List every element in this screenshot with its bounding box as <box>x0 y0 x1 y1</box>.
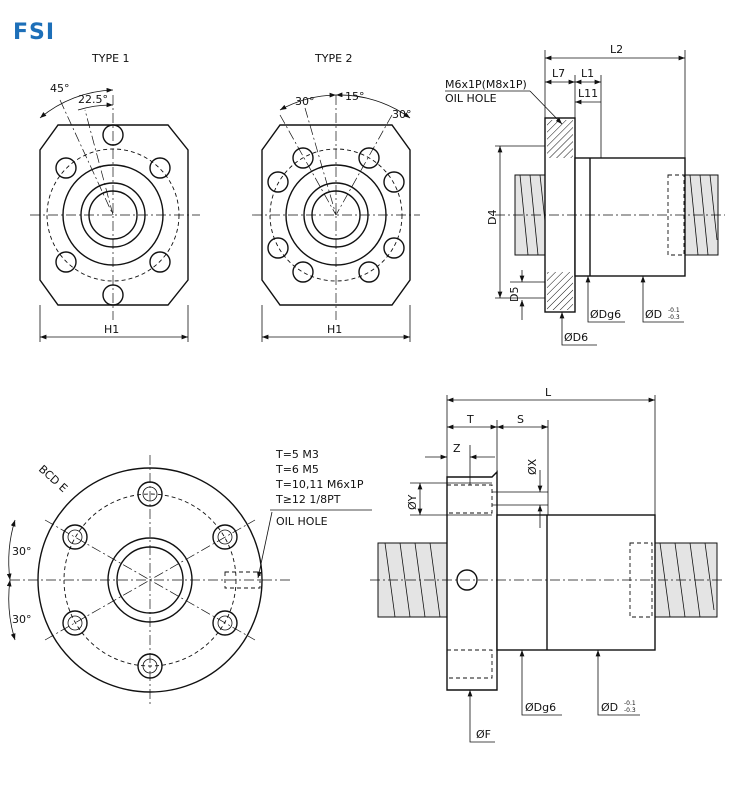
d-tol-lower: -0.3 <box>668 314 680 321</box>
y-label: ØY <box>406 494 419 510</box>
oil-hole-thread-label: M6x1P(M8x1P) <box>445 78 527 91</box>
type1-h1-label: H1 <box>104 323 119 336</box>
note-t10-11: T=10,11 M6x1P <box>275 478 364 491</box>
d6-label: ØD6 <box>564 331 588 344</box>
round-flange-view: 30° 30° BCD E T=5 M3 T=6 M5 T=10,11 M6x1… <box>6 448 372 705</box>
type2-h1-label: H1 <box>327 323 342 336</box>
bottom-side-view: L T S Z ØY ØX ØF ØDg6 ØD -0.1 -0.3 <box>370 386 725 743</box>
note-t12: T≥12 1/8PT <box>275 493 341 506</box>
l2-label: L2 <box>610 43 623 56</box>
l11-label: L11 <box>578 87 598 100</box>
angle-top-30: 30° <box>12 545 32 558</box>
dg6-label-bottom: ØDg6 <box>525 701 556 714</box>
l7-label: L7 <box>552 67 565 80</box>
angle-bottom-30: 30° <box>12 613 32 626</box>
d-tol-lower-bottom: -0.3 <box>624 707 636 714</box>
type2-title: TYPE 2 <box>314 52 353 65</box>
d4-label: D4 <box>486 210 499 225</box>
l-label: L <box>545 386 552 399</box>
brand-logo: FSI <box>13 20 56 45</box>
s-label: S <box>517 413 524 426</box>
note-t5: T=5 M3 <box>275 448 319 461</box>
type1-angle-45: 45° <box>50 82 70 95</box>
d5-label: D5 <box>508 287 521 302</box>
note-t6: T=6 M5 <box>275 463 319 476</box>
oil-hole-label-round: OIL HOLE <box>276 515 328 528</box>
type2-angle-30-right: 30° <box>392 108 412 121</box>
t-label: T <box>466 413 474 426</box>
l1-label: L1 <box>581 67 594 80</box>
bcd-label: BCD E <box>36 463 70 495</box>
d-tol-upper: -0.1 <box>668 307 680 314</box>
oil-hole-label: OIL HOLE <box>445 92 497 105</box>
d-label-bottom: ØD <box>601 701 618 714</box>
type1-angle-22-5: 22.5° <box>78 93 108 106</box>
type2-angle-15: 15° <box>345 90 365 103</box>
x-label: ØX <box>526 458 539 475</box>
z-label: Z <box>453 442 461 455</box>
type1-title: TYPE 1 <box>91 52 130 65</box>
type1-front-view: TYPE 1 45° 22.5° H1 <box>30 52 200 342</box>
d-label: ØD <box>645 308 662 321</box>
type2-angle-30: 30° <box>295 95 315 108</box>
type2-front-view: TYPE 2 30° 15° 30° H1 <box>252 52 420 342</box>
d-tol-upper-bottom: -0.1 <box>624 700 636 707</box>
top-side-view: L2 L7 L1 L11 M6x1P(M8x1P) OIL HOLE D4 D5… <box>445 43 725 346</box>
dg6-label: ØDg6 <box>590 308 621 321</box>
f-label: ØF <box>476 728 491 741</box>
